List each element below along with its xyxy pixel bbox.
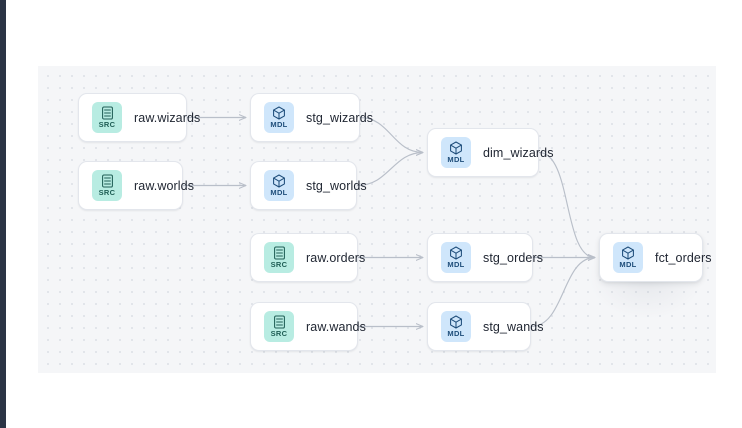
cube-icon: MDL [441,242,471,273]
node-kind-label: SRC [98,188,116,197]
node-fct-orders[interactable]: MDL fct_orders [599,233,711,282]
node-kind-label: MDL [447,329,465,338]
node-label: stg_wands [483,319,544,334]
node-label: fct_orders [655,250,712,265]
node-kind-label: SRC [270,260,288,269]
node-stg-wizards[interactable]: MDL stg_wizards [250,93,373,142]
node-stg-orders[interactable]: MDL stg_orders [427,233,543,282]
node-stg-wands[interactable]: MDL stg_wands [427,302,544,351]
node-raw-wizards[interactable]: SRC raw.wizards [78,93,200,142]
cube-icon: MDL [264,102,294,133]
database-icon: SRC [92,102,122,133]
cube-icon: MDL [441,311,471,342]
edge-dim-wizards-to-fct-orders [538,151,595,258]
node-label: raw.orders [306,250,366,265]
cube-icon: MDL [441,137,471,168]
database-icon: SRC [264,311,294,342]
node-label: raw.worlds [134,178,195,193]
node-raw-orders[interactable]: SRC raw.orders [250,233,365,282]
node-kind-label: SRC [98,120,116,129]
cube-icon: MDL [264,170,294,201]
node-kind-label: MDL [447,155,465,164]
node-label: raw.wizards [134,110,201,125]
node-kind-label: MDL [447,260,465,269]
node-stg-worlds[interactable]: MDL stg_worlds [250,161,367,210]
edge-stg-wands-to-fct-orders [530,258,595,328]
node-raw-wands[interactable]: SRC raw.wands [250,302,366,351]
node-label: stg_worlds [306,178,367,193]
node-kind-label: MDL [619,260,637,269]
edge-stg-worlds-to-dim-wizards [356,153,423,187]
left-edge-rail [0,0,6,428]
node-raw-worlds[interactable]: SRC raw.worlds [78,161,194,210]
node-label: raw.wands [306,319,366,334]
node-label: dim_wizards [483,145,554,160]
node-label: stg_orders [483,250,544,265]
database-icon: SRC [92,170,122,201]
database-icon: SRC [264,242,294,273]
cube-icon: MDL [613,242,643,273]
node-dim-wizards[interactable]: MDL dim_wizards [427,128,553,177]
node-kind-label: MDL [270,188,288,197]
node-kind-label: SRC [270,329,288,338]
node-kind-label: MDL [270,120,288,129]
node-label: stg_wizards [306,110,374,125]
